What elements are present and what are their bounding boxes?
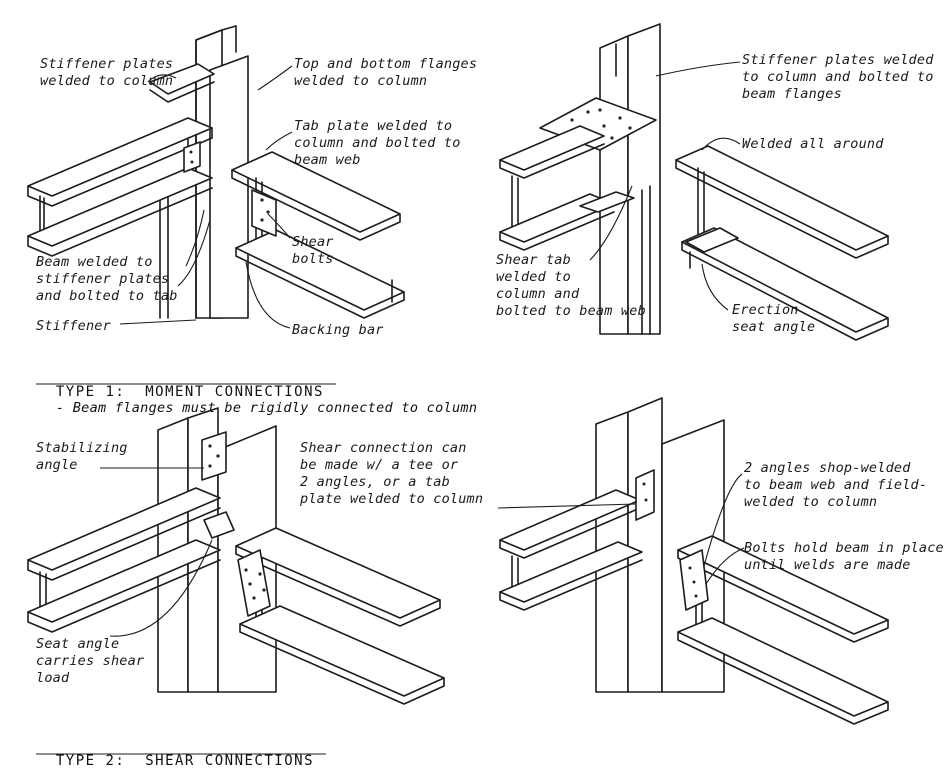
label-stiffener-plates-bolted: Stiffener plates welded to column and bo…: [742, 52, 934, 102]
type2-heading: TYPE 2: SHEAR CONNECTIONS: [55, 753, 315, 769]
type1-title: TYPE 1: MOMENT CONNECTIONS - Beam flange…: [36, 368, 477, 416]
label-shear-tab: Shear tab welded to column and bolted to…: [496, 252, 646, 319]
type1-description: - Beam flanges must be rigidly connected…: [55, 400, 478, 416]
label-bolts-hold: Bolts hold beam in place until welds are…: [744, 540, 944, 573]
type2-title: TYPE 2: SHEAR CONNECTIONS: [36, 737, 314, 769]
label-stiffener-plates: Stiffener plates welded to column: [40, 56, 174, 89]
label-top-bottom-flanges: Top and bottom flanges welded to column: [294, 56, 478, 89]
moment-right-drawing: [499, 23, 889, 341]
leader-lines: [100, 61, 745, 637]
label-beam-welded: Beam welded to stiffener plates and bolt…: [36, 254, 178, 304]
label-backing-bar: Backing bar: [292, 322, 384, 338]
label-stiffener: Stiffener: [36, 318, 111, 334]
label-erection-seat: Erection seat angle: [732, 302, 816, 335]
label-seat-angle: Seat angle carries shear load: [36, 636, 145, 686]
shear-right-drawing: [499, 397, 889, 725]
label-two-angles: 2 angles shop-welded to beam web and fie…: [744, 460, 928, 510]
label-stabilizing-angle: Stabilizing angle: [36, 440, 128, 473]
label-shear-connection: Shear connection can be made w/ a tee or…: [300, 440, 484, 507]
shear-left-drawing: [27, 407, 445, 705]
label-welded-all-around: Welded all around: [742, 136, 884, 152]
label-shear-bolts: Shear bolts: [292, 234, 334, 267]
label-tab-plate: Tab plate welded to column and bolted to…: [294, 118, 461, 168]
moment-left-drawing: [27, 25, 405, 319]
type1-heading: TYPE 1: MOMENT CONNECTIONS: [55, 384, 324, 400]
